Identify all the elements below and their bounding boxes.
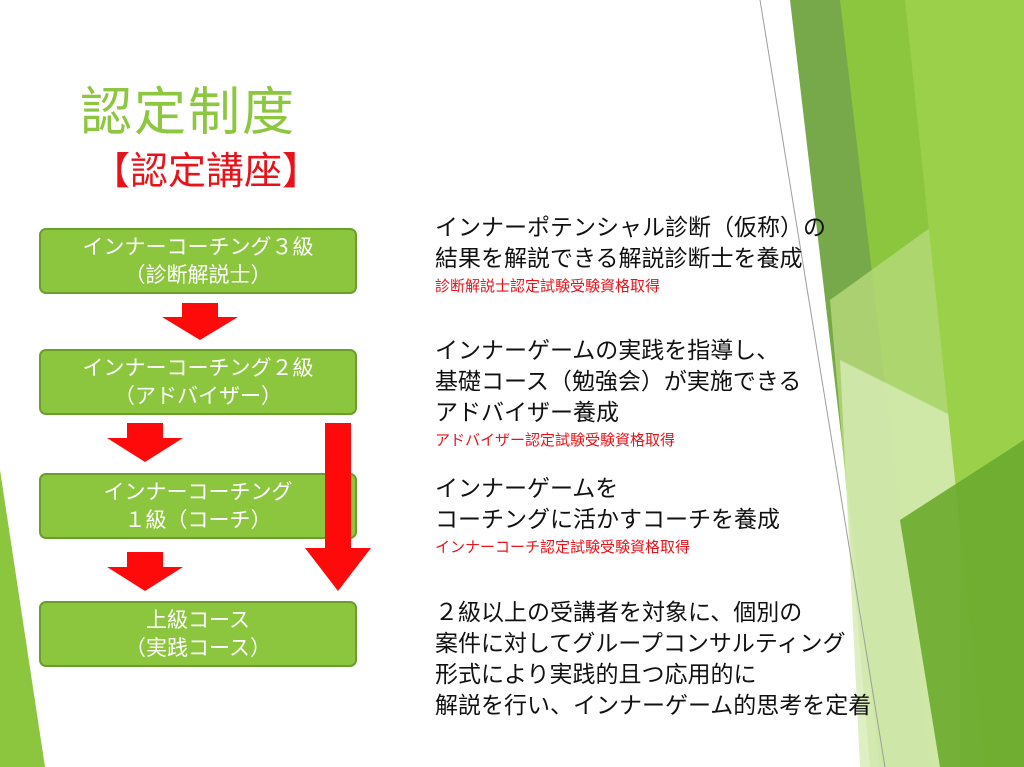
description-text: インナーゲームの実践を指導し、	[435, 338, 780, 364]
certification-note: インナーコーチ認定試験受験資格取得	[435, 538, 691, 556]
down-arrow-icon	[107, 423, 183, 462]
level-box-grade1: インナーコーチング １級（コーチ）	[39, 473, 357, 539]
description-grade2: インナーゲームの実践を指導し、 基礎コース（勉強会）が実施できる アドバイザー養…	[435, 336, 801, 451]
level-label: インナーコーチング３級	[82, 235, 314, 259]
description-text: コーチングに活かすコーチを養成	[435, 507, 780, 533]
level-sublabel: （診断解説士）	[124, 263, 272, 287]
level-label: インナーコーチング	[103, 480, 293, 504]
description-text: 解説を行い、インナーゲーム的思考を定着	[435, 693, 872, 719]
description-grade1: インナーゲームを コーチングに活かすコーチを養成 インナーコーチ認定試験受験資格…	[435, 474, 780, 558]
description-advanced: ２級以上の受講者を対象に、個別の 案件に対してグループコンサルティング 形式によ…	[435, 598, 871, 722]
deco-shape-left	[0, 470, 45, 767]
description-text: 基礎コース（勉強会）が実施できる	[435, 369, 802, 395]
deco-line	[759, 0, 886, 767]
level-sublabel: （アドバイザー）	[114, 384, 282, 408]
slide-title: 認定制度	[80, 83, 297, 143]
description-text: ２級以上の受講者を対象に、個別の	[435, 600, 803, 626]
certification-note: 診断解説士認定試験受験資格取得	[435, 277, 661, 295]
description-text: インナーゲームを	[435, 476, 619, 502]
level-label: 上級コース	[146, 608, 250, 632]
description-text: インナーポテンシャル診断（仮称）の	[435, 215, 826, 241]
deco-shape-accent	[900, 440, 1024, 767]
description-text: 案件に対してグループコンサルティング	[435, 631, 846, 657]
level-box-advanced: 上級コース （実践コース）	[39, 601, 357, 667]
down-arrow-icon	[162, 303, 238, 340]
slide-subtitle: 【認定講座】	[92, 149, 321, 193]
level-box-grade2: インナーコーチング２級 （アドバイザー）	[39, 349, 357, 415]
description-text: 形式により実践的且つ応用的に	[435, 662, 757, 688]
level-label: インナーコーチング２級	[82, 356, 314, 380]
description-grade3: インナーポテンシャル診断（仮称）の 結果を解説できる解説診断士を養成 診断解説士…	[435, 213, 826, 297]
level-sublabel: １級（コーチ）	[124, 508, 272, 532]
down-arrow-icon	[107, 552, 183, 591]
level-sublabel: （実践コース）	[125, 636, 271, 660]
description-text: アドバイザー養成	[435, 400, 619, 426]
certification-note: アドバイザー認定試験受験資格取得	[435, 431, 676, 449]
long-down-arrow-icon	[305, 423, 371, 591]
level-box-grade3: インナーコーチング３級 （診断解説士）	[39, 228, 357, 294]
description-text: 結果を解説できる解説診断士を養成	[435, 246, 803, 272]
